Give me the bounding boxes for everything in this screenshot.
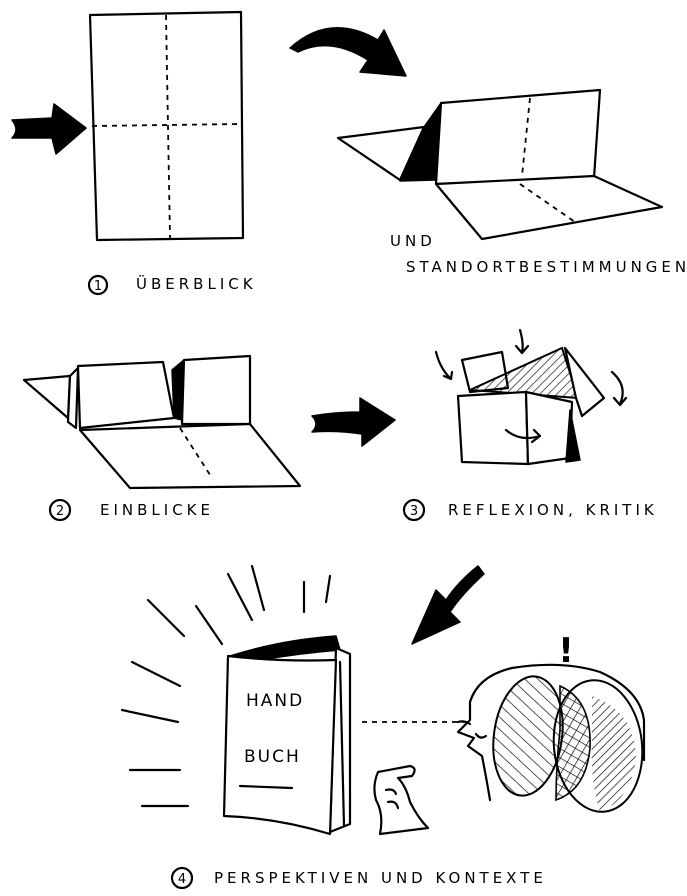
step4-label: PERSPEKTIVEN UND KONTEXTE — [214, 869, 547, 887]
arrow-down-left-icon — [412, 566, 484, 644]
arrow-right-icon — [12, 104, 86, 154]
step1-label: ÜBERBLICK — [136, 274, 257, 293]
standort-label-line2: STANDORTBESTIMMUNGEN — [406, 258, 687, 276]
pointing-hand — [374, 766, 428, 834]
handbook — [224, 636, 350, 834]
rotation-arrow-icon — [516, 330, 528, 353]
step2-label: EINBLICKE — [100, 501, 214, 519]
step3-twisted-object — [458, 348, 604, 464]
step4-number: 4 — [178, 872, 186, 887]
step1-sheet — [90, 12, 243, 240]
person-head — [458, 665, 649, 816]
rotation-arrow-icon — [612, 372, 626, 405]
standort-label-line1: UND — [390, 232, 436, 250]
step3-label: REFLEXION, KRITIK — [448, 501, 658, 519]
arrow-right-icon — [312, 398, 395, 446]
step2-folded-sheet — [24, 356, 300, 488]
book-title-line2: BUCH — [244, 747, 301, 767]
book-title-line1: HAND — [246, 691, 304, 711]
curved-arrow-icon — [290, 28, 406, 76]
rotation-arrow-icon — [436, 352, 452, 379]
step2-number: 2 — [56, 504, 64, 519]
step3-number: 3 — [410, 504, 418, 519]
step1-number: 1 — [94, 279, 102, 294]
standort-folded-sheet — [338, 90, 662, 239]
exclamation-mark: ! — [558, 631, 574, 671]
